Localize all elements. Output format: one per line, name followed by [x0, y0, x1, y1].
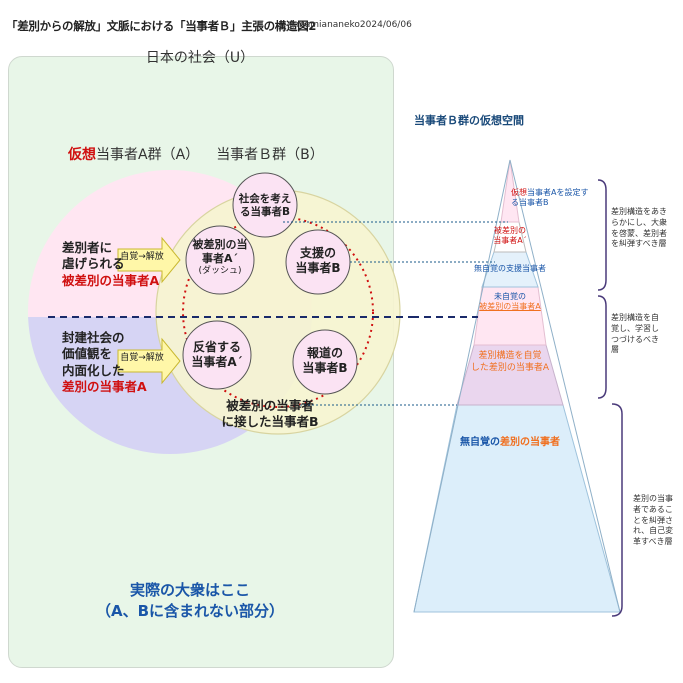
circle-reflect	[182, 320, 252, 390]
group-a-lower-line1: 封建社会の	[62, 330, 125, 345]
group-a-label: 仮想当事者A群（A）	[68, 147, 199, 165]
arrow-lower	[117, 337, 181, 385]
group-b-label: 当事者Ｂ群（B）	[216, 147, 324, 163]
note-3: 差別の当事者であることを糾弾され、自己変革すべき層	[633, 494, 674, 547]
pyramid-support-label: 無自覚の支援当事者	[474, 264, 546, 273]
pyramid-top-line1a: 仮想	[511, 188, 527, 197]
note-2: 差別構造を自覚し、学習しつづけるべき層	[611, 313, 659, 355]
note-1: 差別構造をあきらかにし、大衆を啓蒙、差別者を糾弾すべき層	[611, 207, 667, 249]
pyramid-aware-line2: した差別の当事者A	[470, 362, 550, 373]
circle-victim-dash-line1: 被差別の当	[192, 238, 248, 251]
pyramid-aware-label: 差別構造を自覚 した差別の当事者A	[460, 351, 560, 374]
pyramid-unaware-disc-line1b: 差別の当事者	[500, 437, 560, 448]
circle-victim-dash-line3: (ダッシュ)	[198, 265, 242, 276]
pyramid-victim-label: 被差別の 当事者A´	[480, 226, 540, 245]
circle-consider-line1: 社会を考え	[238, 193, 292, 205]
contact-line1: 被差別の当事者	[226, 398, 314, 413]
circle-support-label: 支援の 当事者B	[286, 246, 350, 276]
circle-victim-dash	[185, 225, 255, 295]
group-a-lower-line3: 内面化した	[62, 362, 125, 378]
masses-label: 実際の大衆はここ （A、Bに含まれない部分）	[70, 580, 310, 622]
group-a-upper-line1: 差別者に	[62, 240, 113, 255]
group-a-lower-line2: 価値観を	[62, 346, 113, 362]
circle-report-label: 報道の 当事者B	[293, 346, 357, 376]
masses-line1: 実際の大衆はここ	[129, 581, 250, 599]
group-b-dotted-ring	[182, 216, 374, 408]
arrow-upper-label: 自覚→解放	[120, 252, 164, 262]
circle-consider	[232, 172, 298, 238]
pyramid-unaware-line1: 未自覚の	[494, 292, 526, 301]
circle-report	[292, 329, 358, 395]
pyramid-victim-line1: 被差別の	[494, 226, 526, 235]
circle-victim-dash-label: 被差別の当 事者A´ (ダッシュ)	[186, 238, 254, 277]
group-a-label-prefix: 仮想	[68, 147, 96, 163]
circle-reflect-line1: 反省する	[192, 340, 241, 354]
author-handle: @mamiananeko2024/06/06	[287, 20, 412, 30]
page-title: 「差別からの解放」文脈における「当事者Ｂ」主張の構造図2	[6, 19, 317, 33]
circle-report-line2: 当事者B	[302, 361, 348, 375]
bracket-3	[611, 403, 623, 617]
pyramid-level-top	[500, 159, 520, 223]
masses-line2: （A、Bに含まれない部分）	[95, 602, 285, 620]
circle-report-line1: 報道の	[306, 346, 343, 360]
circle-consider-label: 社会を考え る当事者B	[233, 193, 297, 219]
pyramid-top-label: 仮想当事者Aを設定す る当事者B	[511, 188, 588, 208]
circle-reflect-line2: 当事者A´	[191, 355, 243, 369]
contact-label: 被差別の当事者 に接した当事者B	[210, 398, 330, 429]
arrow-upper	[117, 236, 181, 284]
group-a-label-rest: 当事者A群（A）	[96, 147, 200, 163]
society-label: 日本の社会（U）	[145, 50, 255, 66]
pyramid-unaware-disc-line1a: 無自覚の	[460, 437, 500, 448]
pyramid-unaware-line2: 被差別の当事者A	[479, 302, 541, 311]
pyramid-unaware-disc-label: 無自覚の差別の当事者	[447, 437, 573, 450]
circle-victim-dash-line2: 事者A´	[201, 251, 238, 265]
circle-consider-line2: る当事者B	[239, 206, 290, 219]
pyramid-unaware-label: 未自覚の 被差別の当事者A	[470, 292, 550, 312]
group-a-upper-line3: 被差別の当事者A	[62, 272, 160, 288]
group-a-lower-line4: 差別の当事者A	[62, 378, 147, 394]
circle-support-line1: 支援の	[299, 246, 336, 260]
circle-support-line2: 当事者B	[295, 261, 341, 275]
circle-reflect-label: 反省する 当事者A´	[183, 340, 251, 370]
bracket-1	[597, 179, 607, 291]
group-a-lower-text: 封建社会の 価値観を 内面化した 差別の当事者A	[62, 330, 147, 395]
arrow-lower-label: 自覚→解放	[120, 353, 164, 363]
pyramid-top-line1b: 当事者Aを設定す	[527, 188, 589, 197]
bracket-2	[597, 295, 607, 399]
contact-line2: に接した当事者B	[221, 413, 319, 429]
pyramid-top-line2: る当事者B	[511, 198, 549, 207]
pyramid-aware-line1: 差別構造を自覚	[478, 351, 542, 361]
group-a-upper-line2: 虐げられる	[62, 256, 125, 272]
pyramid-title: 当事者Ｂ群の仮想空間	[414, 114, 524, 127]
group-a-upper-text: 差別者に 虐げられる 被差別の当事者A	[62, 240, 159, 289]
pyramid-victim-line2: 当事者A´	[493, 235, 527, 245]
